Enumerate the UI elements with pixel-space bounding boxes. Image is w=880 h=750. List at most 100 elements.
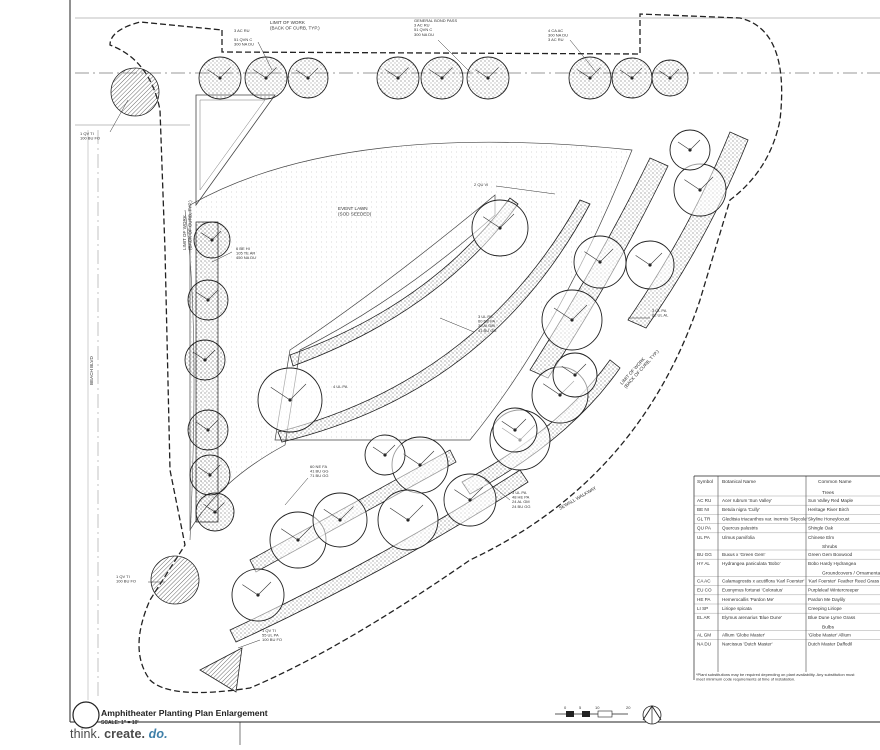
legend-botanical-name: Euonymus fortunei 'Coloratus' [722,588,783,593]
legend-symbol: CA AC [697,578,711,583]
tree-canopy [443,473,497,527]
plan-title: Amphitheater Planting Plan Enlargement [101,708,268,718]
legend-botanical-name: Hemerocallis 'Pardon Me' [722,597,774,602]
legend-common-name: Skyline Honeylocust [808,516,850,521]
hatch-bed-bottom [199,647,243,693]
tree-canopy [231,568,285,622]
leader-lines [109,39,650,649]
legend-section-title: Groundcovers / Ornamental Grasses / Pere… [822,570,880,576]
tree-canopy [492,407,538,453]
legend-section-title: Shrubs [822,544,838,550]
limit-work-label-top-left: LIMIT OF WORK(BACK OF CURB, TYP.) [270,20,320,30]
tree-canopy [651,59,689,97]
tree-canopy [611,57,653,99]
legend-symbol: EU CO [697,588,712,593]
scale-bar: 0 5 10 20 [555,705,631,718]
tree-canopy [195,492,235,532]
legend-symbol: GL TR [697,516,711,521]
legend-symbol: HE PA [697,597,711,602]
tree-canopy [673,163,727,217]
legend-section-title: Bulbs [822,624,835,630]
brand-create: create. [104,727,146,741]
tree-canopy [312,492,368,548]
legend-botanical-name: Elymus arenarius 'Blue Dune' [722,615,782,620]
legend-symbol: NA DU [697,642,711,647]
tree-canopy [625,240,675,290]
tree-canopy [573,235,627,289]
tree-canopy [187,279,229,321]
legend-note: *Plant substitutions may be required dep… [696,672,855,682]
brand-think: think. [70,727,101,741]
tree-canopy [568,56,612,100]
entry-triangle-inner [199,99,266,191]
brand-tagline: think. create. do. [70,727,168,741]
tree-canopy [364,434,406,476]
tree-layer [184,56,727,622]
limit-work-label-right: LIMIT OF WORK(BACK OF CURB, TYP.) [619,345,660,389]
legend-symbol: HY AL [697,561,710,566]
legend-symbol: UL PA [697,535,711,540]
tree-canopy [257,367,323,433]
legend-botanical-name: Calamagrostis x acutiflora 'Karl Foerste… [722,578,805,583]
plant-legend: Symbol Botanical Name Common Name TreesA… [693,475,880,682]
hatch-bed-bottom-left [150,555,200,605]
legend-botanical-name: Hydrangea paniculata 'Bobo' [722,561,781,566]
tree-canopy [552,352,598,398]
plant-callout: 3 AC RU [234,28,250,33]
legend-common-name: Creeping Liriope [808,606,842,611]
north-arrow-icon [642,705,662,725]
scale-tick: 0 [564,705,567,710]
tree-canopy [466,56,510,100]
legend-header-symbol: Symbol [697,479,713,485]
legend-common-name: Sun Valley Red Maple [808,498,854,503]
hatch-bed-top-left [110,67,160,117]
title-symbol [72,701,100,729]
tree-canopy [287,57,329,99]
lawn-label: EVENT LAWN(SOD SEEDED) [338,206,372,216]
seat-wall-upper [289,197,519,367]
legend-botanical-name: Ulmus parvifolia [722,535,755,540]
scale-tick: 5 [579,705,582,710]
legend-botanical-name: Betula nigra 'Cully' [722,507,760,512]
legend-symbol: QU PA [697,526,712,531]
legend-common-name: Blue Dune Lyme Grass [808,615,856,620]
tree-canopy [193,221,231,259]
legend-common-name: Chinese Elm [808,535,834,540]
tree-canopy [269,511,327,569]
tree-canopy [377,489,439,551]
tree-canopy [184,339,226,381]
legend-header-botanical: Botanical Name [722,479,756,485]
legend-common-name: Shingle Oak [808,526,834,531]
tree-canopy [541,289,603,351]
legend-symbol: BU GG [697,552,712,557]
legend-section-title: Trees [822,490,835,496]
legend-symbol: LI SP [697,606,708,611]
legend-botanical-name: Liriope spicata [722,606,752,611]
legend-common-name: 'Globe Master' Allium [808,632,851,637]
legend-common-name: Pardon Me Daylily [808,597,846,602]
tree-canopy [471,199,529,257]
legend-botanical-name: Allium 'Globe Master' [722,632,765,637]
tree-canopy [198,56,242,100]
tree-canopy [189,454,231,496]
legend-botanical-name: Acer rubrum 'Sun Valley' [722,498,772,503]
scale-tick: 20 [626,705,631,710]
plant-callout: 4 UL PA [333,384,348,389]
legend-symbol: EL AR [697,615,711,620]
seat-wall-middle [277,199,591,443]
brand-do: do. [148,727,168,741]
legend-common-name: Green Gem Boxwood [808,552,853,557]
legend-botanical-name: Buxus x 'Green Gem' [722,552,765,557]
legend-symbol: BE NI [697,507,709,512]
